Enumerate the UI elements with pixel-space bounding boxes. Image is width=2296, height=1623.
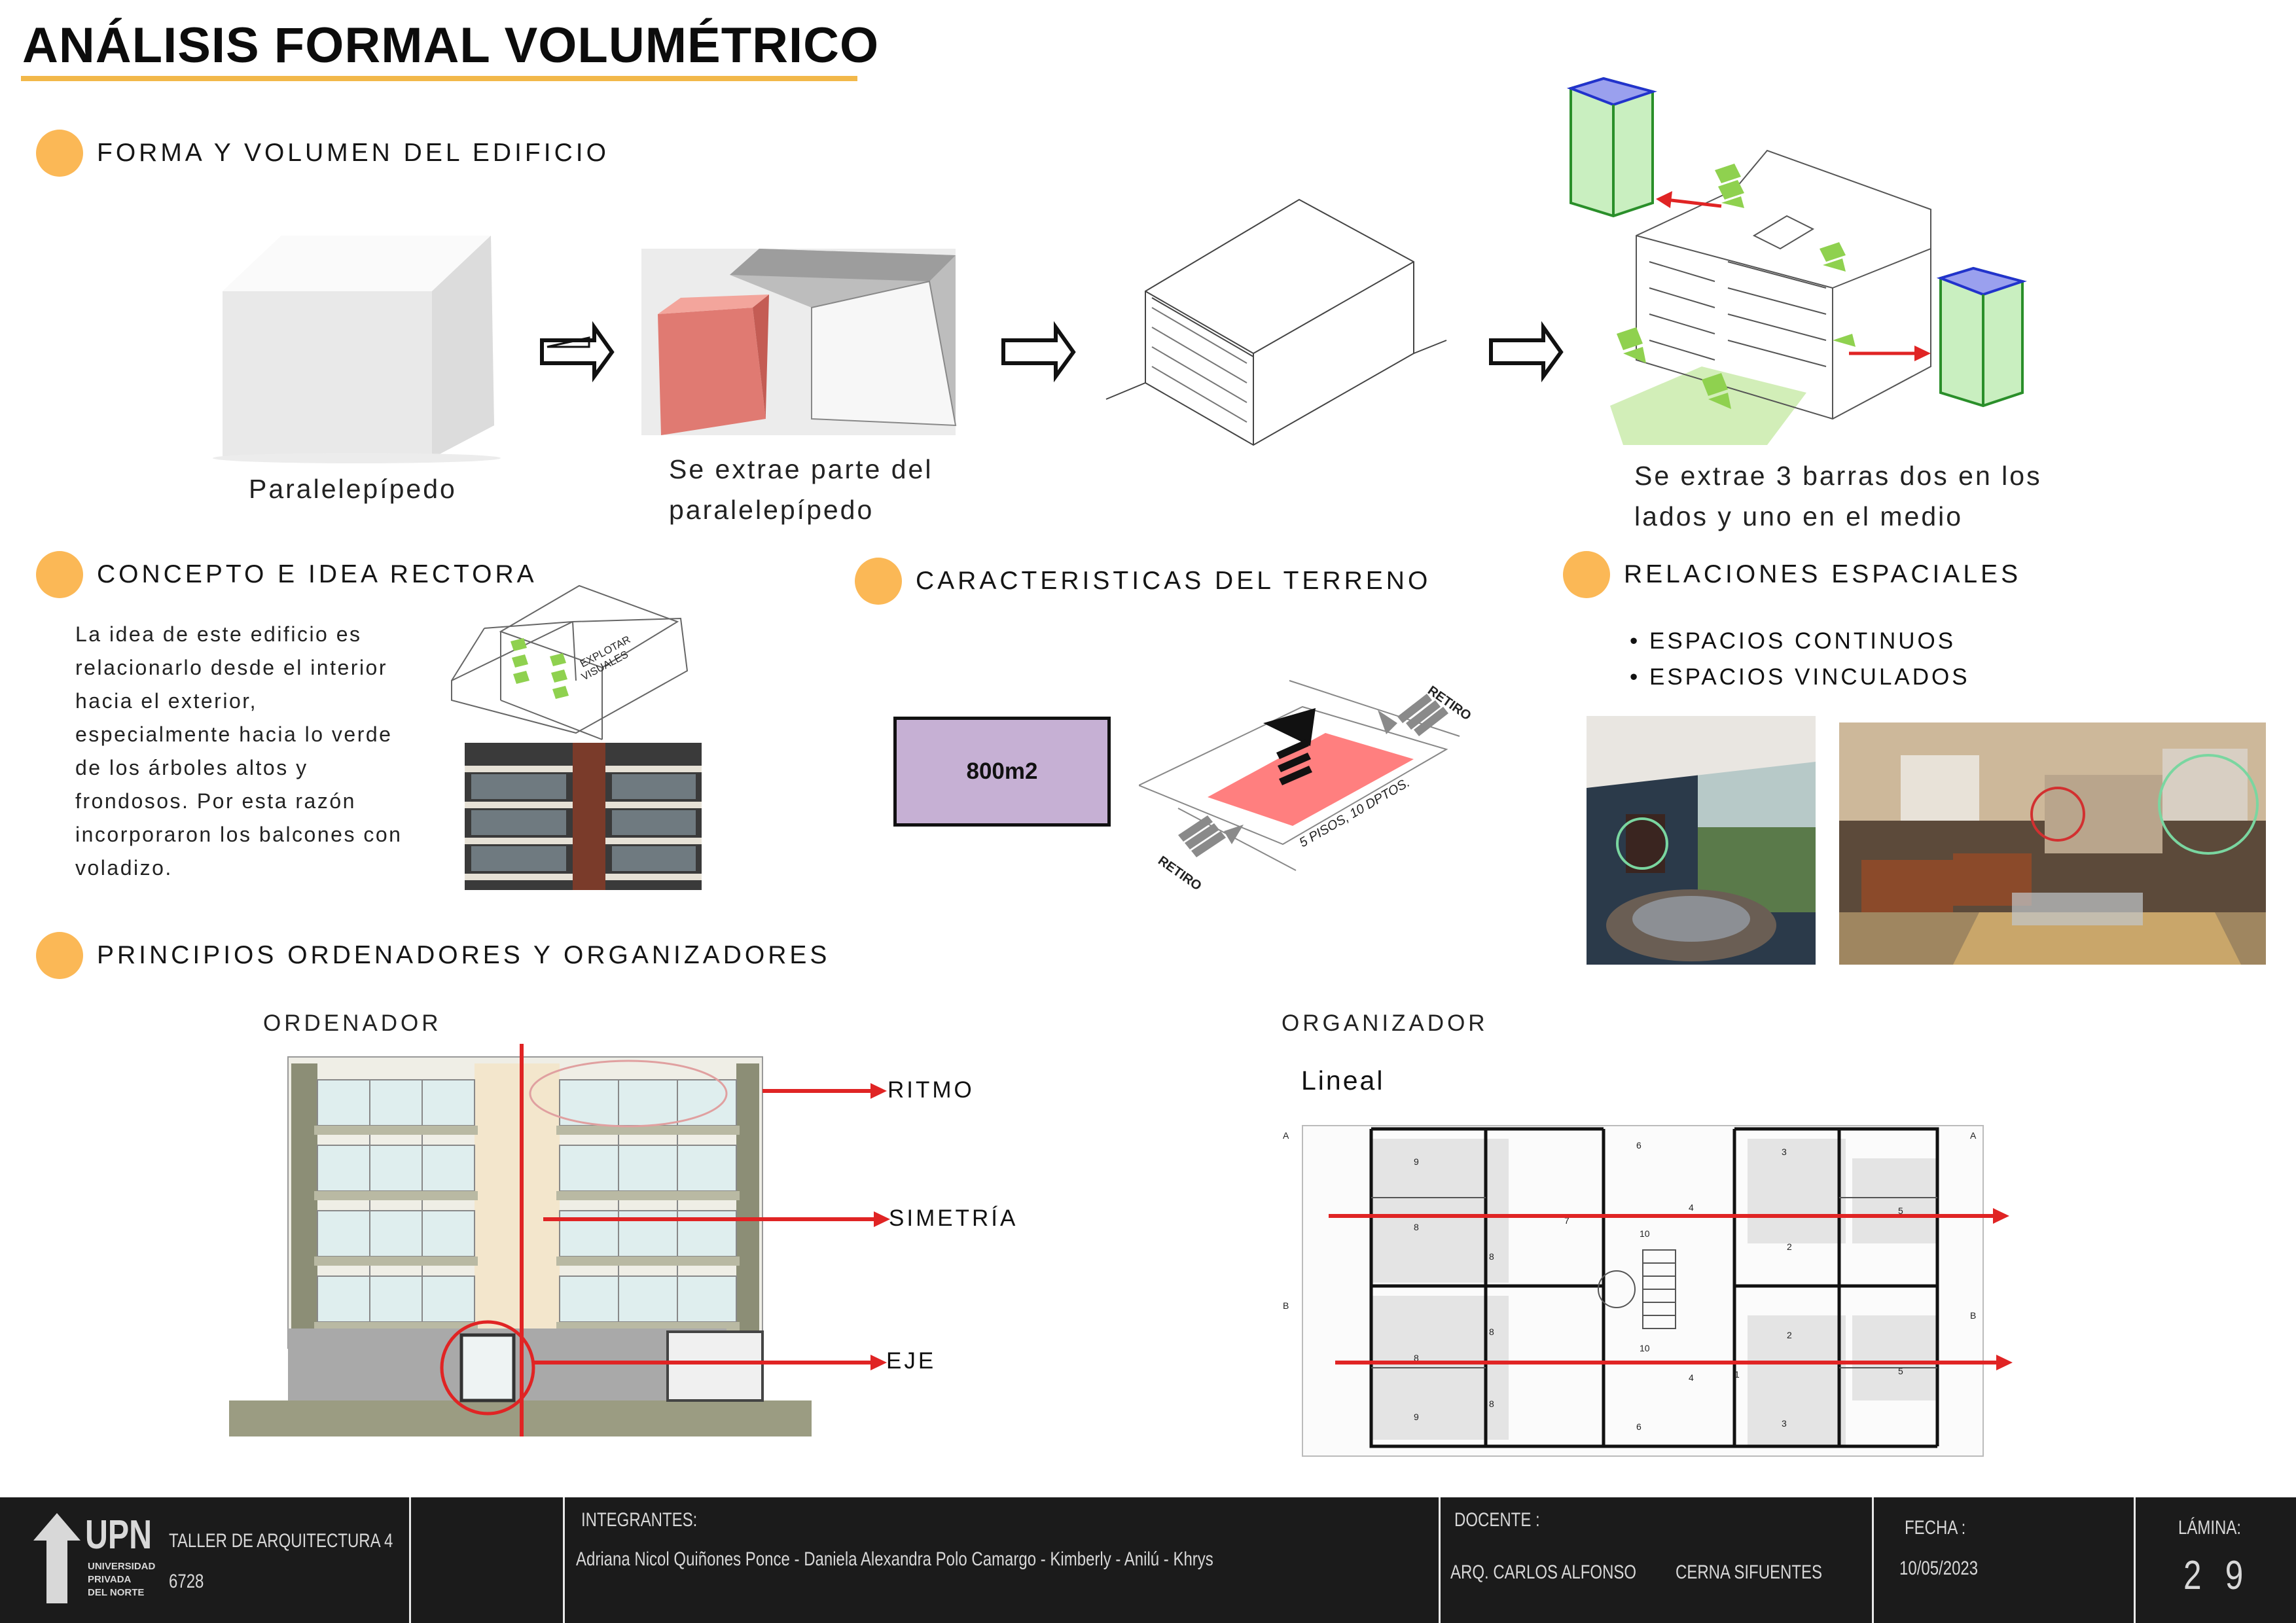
concepto-line: de los árboles altos y <box>75 756 308 779</box>
room-number: 5 <box>1898 1205 1903 1216</box>
section-concepto-title: CONCEPTO E IDEA RECTORA <box>97 560 537 588</box>
footer-divider <box>1872 1497 1874 1623</box>
footer-lamina-label: LÁMINA: <box>2178 1517 2242 1539</box>
room-number: 3 <box>1782 1418 1787 1429</box>
plan-label-b: B <box>1283 1300 1289 1311</box>
caption-paralelepipedo: Paralelepípedo <box>249 474 457 504</box>
interior-photo-2 <box>1839 722 2266 965</box>
exploded-bars-diagram <box>1566 77 2027 445</box>
room-number: 3 <box>1782 1147 1787 1157</box>
room-number: 8 <box>1414 1222 1419 1232</box>
concepto-line: hacia el exterior, <box>75 689 258 713</box>
footer-fecha-label: FECHA : <box>1905 1517 1966 1539</box>
concepto-line: frondosos. Por esta razón <box>75 789 356 813</box>
concepto-line: incorporaron los balcones con <box>75 823 403 846</box>
upn-logo-text: UPN <box>85 1512 152 1558</box>
list-item: • ESPACIOS VINCULADOS <box>1630 664 1970 690</box>
room-number: 7 <box>1564 1215 1570 1226</box>
caption-barras-line1: Se extrae 3 barras dos en los <box>1634 461 2042 491</box>
room-number: 8 <box>1414 1353 1419 1363</box>
ordenador-label: ORDENADOR <box>263 1010 442 1036</box>
floor-plan-diagram: A A B B 9 8 6 7 4 10 3 5 2 8 8 8 9 10 4 … <box>1283 1125 2013 1457</box>
room-number: 8 <box>1489 1251 1494 1262</box>
volumetric-sequence-diagram <box>213 77 2027 463</box>
footer-docente-name-2: CERNA SIFUENTES <box>1676 1561 1823 1583</box>
parallelepiped-box <box>213 236 501 463</box>
facade-elevation-diagram <box>229 1044 890 1436</box>
footer-docente-name-1: ARQ. CARLOS ALFONSO <box>1450 1561 1637 1583</box>
concepto-line: La idea de este edificio es <box>75 622 362 646</box>
extracted-part-diagram <box>641 249 957 435</box>
room-number: 8 <box>1489 1327 1494 1337</box>
eje-label: EJE <box>886 1348 937 1374</box>
upn-logo-subtitle: UNIVERSIDAD PRIVADA DEL NORTE <box>88 1561 156 1598</box>
relaciones-list: • ESPACIOS CONTINUOS • ESPACIOS VINCULAD… <box>1630 623 1970 695</box>
terrain-area-box: 800m2 <box>893 717 1111 827</box>
arrow-right-icon <box>540 321 615 383</box>
footer-divider <box>563 1497 565 1623</box>
footer-lamina-number: 2 9 <box>2183 1553 2251 1598</box>
room-number: 5 <box>1898 1366 1903 1376</box>
room-number: 4 <box>1689 1202 1694 1213</box>
room-number: 2 <box>1787 1241 1792 1252</box>
footer-divider <box>1439 1497 1441 1623</box>
upn-torch-icon <box>33 1513 81 1603</box>
balcony-photo <box>465 743 702 890</box>
section-principios-title: PRINCIPIOS ORDENADORES Y ORGANIZADORES <box>97 941 831 969</box>
section-forma-title: FORMA Y VOLUMEN DEL EDIFICIO <box>97 139 609 167</box>
concepto-line: especialmente hacia lo verde <box>75 722 393 746</box>
concepto-line: voladizo. <box>75 856 173 880</box>
footer-fecha: 10/05/2023 <box>1899 1558 1979 1579</box>
retiro-label-bottom: RETIRO <box>1155 853 1204 890</box>
room-number: 6 <box>1636 1140 1641 1150</box>
room-number: 9 <box>1414 1412 1419 1422</box>
title-underline <box>21 76 857 81</box>
arrow-right-icon <box>1001 321 1076 383</box>
room-number: 2 <box>1787 1330 1792 1340</box>
room-number: 9 <box>1414 1156 1419 1167</box>
footer-integrantes-label: INTEGRANTES: <box>581 1509 698 1531</box>
plan-label-a: A <box>1970 1130 1977 1141</box>
arrow-right-icon <box>1489 321 1564 383</box>
room-number: 4 <box>1689 1372 1694 1383</box>
caption-extrae-line1: Se extrae parte del <box>669 454 933 484</box>
footer-integrantes: Adriana Nicol Quiñones Ponce - Daniela A… <box>576 1548 1213 1570</box>
concepto-line: relacionarlo desde el interior <box>75 656 387 679</box>
section-relaciones-title: RELACIONES ESPACIALES <box>1624 560 2022 588</box>
list-item: • ESPACIOS CONTINUOS <box>1630 628 1956 654</box>
caption-extrae-line2: paralelepípedo <box>669 495 874 525</box>
footer-code: 6728 <box>169 1571 204 1592</box>
footer-course: TALLER DE ARQUITECTURA 4 <box>169 1530 393 1552</box>
section-bullet <box>36 551 83 598</box>
room-number: 10 <box>1640 1343 1650 1353</box>
interior-photos <box>1587 716 2266 965</box>
footer-bar <box>0 1497 2296 1623</box>
simetria-label: SIMETRÍA <box>889 1205 1018 1231</box>
interior-photo-1 <box>1587 716 1816 965</box>
concepto-diagram: EXPLOTAR VISUALES <box>451 584 702 890</box>
terrain-plot-diagram: RETIRO RETIRO 5 PISOS, 10 DPTOS. <box>1139 680 1474 890</box>
footer-divider <box>409 1497 411 1623</box>
section-terreno-title: CARACTERISTICAS DEL TERRENO <box>916 567 1431 595</box>
plan-label-b: B <box>1970 1310 1976 1321</box>
lineal-label: Lineal <box>1301 1065 1385 1096</box>
concepto-paragraph: La idea de este edificio es relacionarlo… <box>75 618 442 885</box>
terrain-area-value: 800m2 <box>966 758 1038 784</box>
room-number: 8 <box>1489 1399 1494 1409</box>
page-title: ANÁLISIS FORMAL VOLUMÉTRICO <box>22 18 880 73</box>
section-bullet <box>36 932 83 979</box>
room-number: 6 <box>1636 1421 1641 1432</box>
ritmo-label: RITMO <box>888 1077 975 1103</box>
section-bullet <box>36 130 83 177</box>
section-bullet <box>1563 551 1610 598</box>
room-number: 10 <box>1640 1228 1650 1239</box>
footer-docente-label: DOCENTE : <box>1454 1509 1540 1531</box>
plan-label-a: A <box>1283 1130 1289 1141</box>
caption-barras-line2: lados y uno en el medio <box>1634 501 1964 531</box>
organizador-label: ORGANIZADOR <box>1282 1010 1488 1036</box>
room-number: 1 <box>1734 1369 1740 1380</box>
footer-divider <box>2134 1497 2136 1623</box>
section-bullet <box>855 558 902 605</box>
wireframe-building-diagram <box>1105 198 1447 446</box>
